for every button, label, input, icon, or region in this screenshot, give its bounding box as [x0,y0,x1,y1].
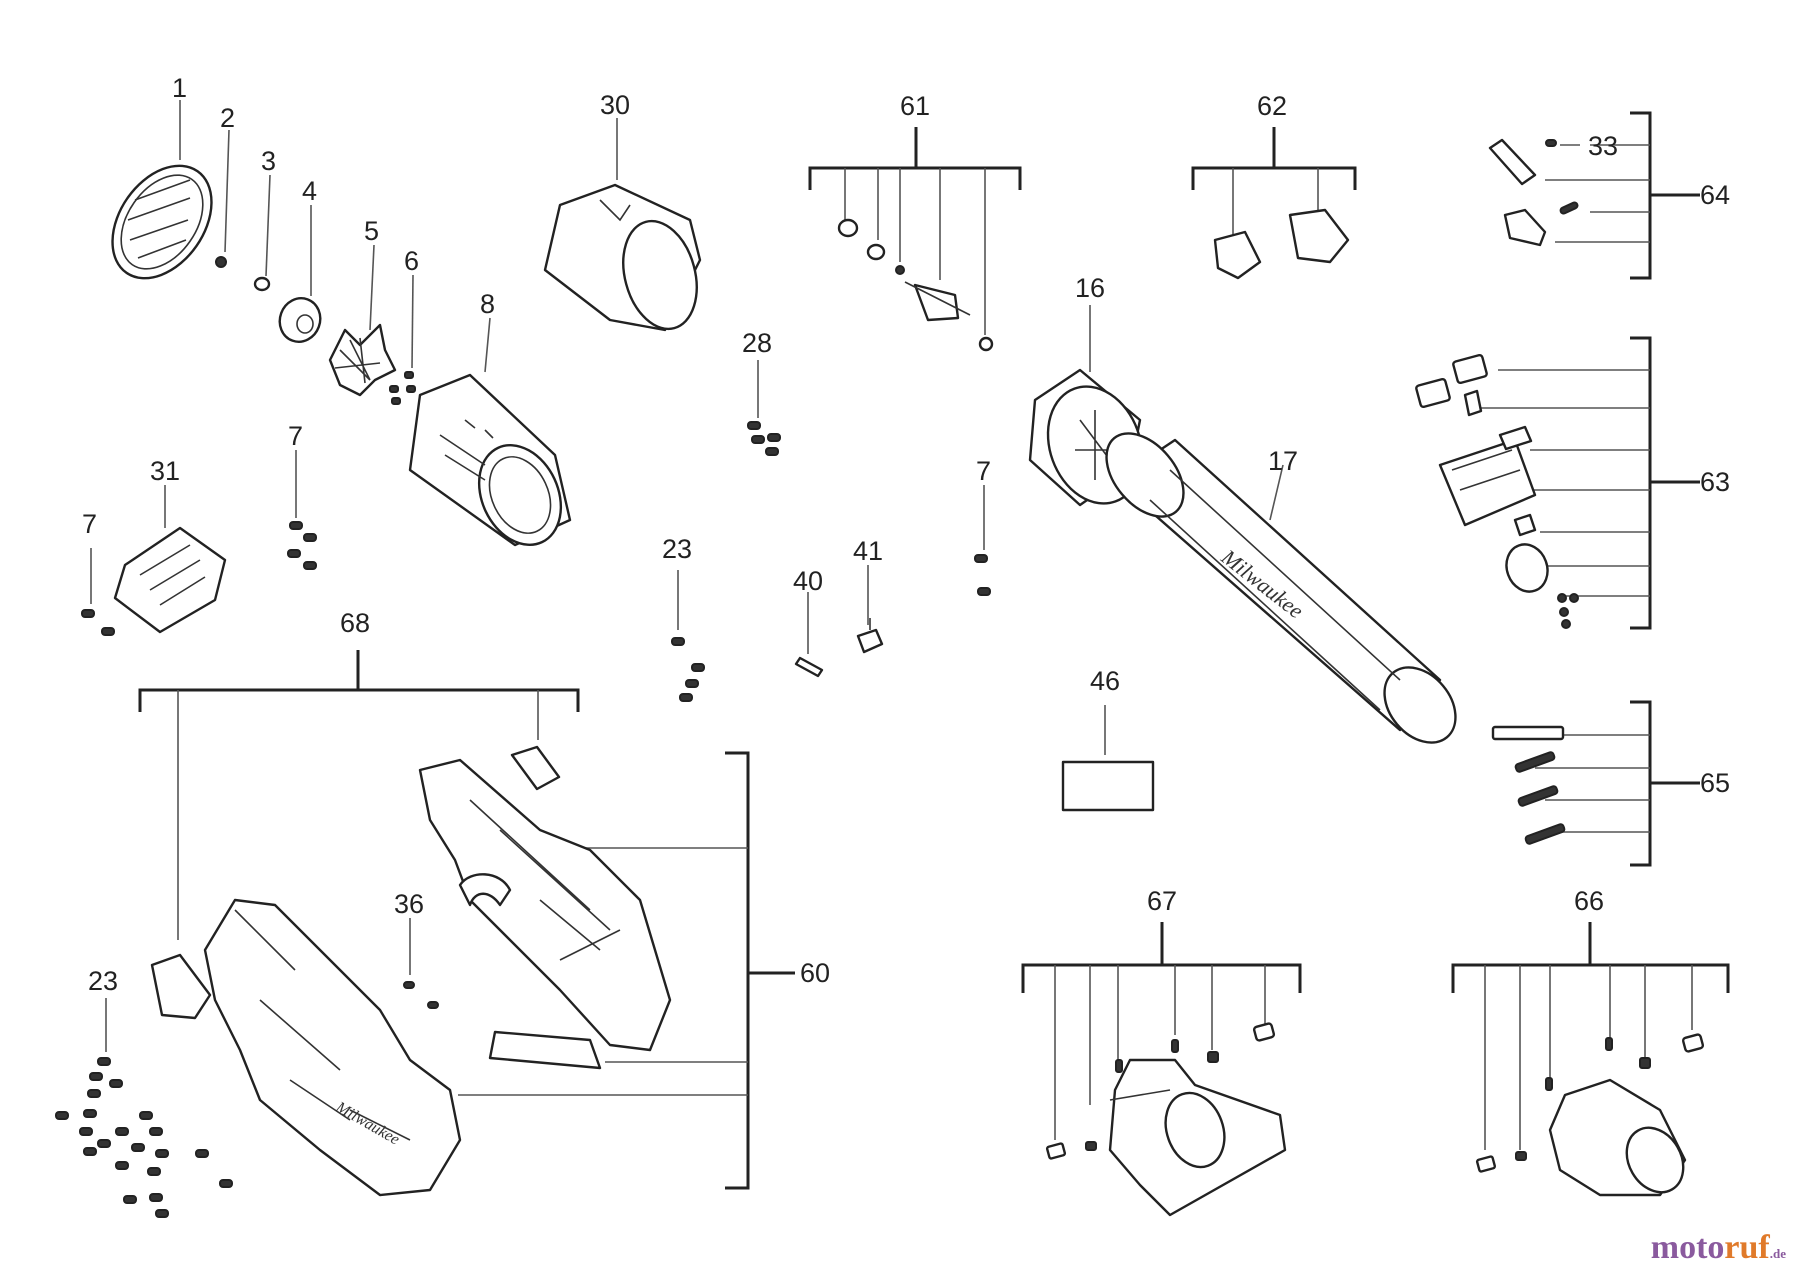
part-68-battery-latch [150,953,212,1020]
part-7-screws-c [974,554,991,596]
part-2-nut [215,256,227,268]
label-41: 41 [853,536,883,566]
part-1-grille [111,164,213,280]
part-60-housing-left: Milwaukee [203,898,462,1197]
part-31-switch [113,526,227,634]
label-46: 46 [1090,666,1120,696]
part-28-screws [747,421,781,456]
part-6-screws [389,371,416,405]
part-62-brush-holders [1213,208,1350,280]
bracket-61 [808,127,1022,335]
label-62: 62 [1257,91,1287,121]
part-23-screws-a [671,637,705,702]
watermark-part2: ruf [1724,1229,1770,1266]
label-67: 67 [1147,886,1177,916]
bracket-62 [1191,127,1357,236]
part-5-fan-impeller [328,323,397,397]
label-31: 31 [150,456,180,486]
label-68: 68 [340,608,370,638]
part-60-label [488,1030,602,1070]
part-30-sleeve [543,183,702,332]
part-65-lights [1491,725,1566,845]
label-28: 28 [742,328,772,358]
bracket-63 [1480,336,1700,630]
label-8: 8 [480,289,495,319]
label-6: 6 [404,246,419,276]
label-23a: 23 [662,534,692,564]
bracket-66 [1451,922,1730,1150]
label-64: 64 [1700,180,1730,210]
bracket-67 [1021,922,1302,1140]
part-3-washer [253,276,271,292]
label-5: 5 [364,216,379,246]
label-65: 65 [1700,768,1730,798]
label-4: 4 [302,176,317,206]
part-4-bearing [278,297,322,343]
part-46-label-plate [1061,760,1155,812]
part-41-connector [856,618,884,654]
label-36: 36 [394,889,424,919]
label-16: 16 [1075,273,1105,303]
part-40-clip [794,656,824,678]
label-2: 2 [220,103,235,133]
bracket-60 [458,751,795,1190]
label-60: 60 [800,958,830,988]
part-17-blower-tube: Milwaukee [1105,432,1457,744]
label-33: 33 [1588,131,1618,161]
part-7-screws-b [81,609,115,636]
part-23-screws-b [55,1057,233,1218]
label-61: 61 [900,91,930,121]
bracket-65 [1535,700,1700,867]
watermark-logo: motoruf.de [1651,1229,1786,1267]
label-40: 40 [793,566,823,596]
label-63: 63 [1700,467,1730,497]
bracket-64 [1545,111,1700,280]
label-17: 17 [1268,446,1298,476]
label-66: 66 [1574,886,1604,916]
watermark-part1: moto [1650,1229,1725,1266]
label-7c: 7 [976,456,991,486]
label-7b: 7 [82,509,97,539]
part-60-housing-right [418,745,672,1052]
watermark-suffix: .de [1769,1246,1786,1261]
label-7a: 7 [288,421,303,451]
label-23b: 23 [88,966,118,996]
part-66-round-nozzle [1475,1033,1705,1197]
bracket-68 [138,650,580,940]
part-61-armature [837,218,994,352]
part-63-electronics [1415,353,1579,629]
part-36-screws [403,981,439,1009]
label-1: 1 [172,73,187,103]
part-7-screws-a [287,521,317,570]
part-8-motor-housing [408,373,572,547]
label-3: 3 [261,146,276,176]
label-30: 30 [600,90,630,120]
part-67-flat-nozzle [1045,1022,1287,1217]
part-64-switch-parts [1488,138,1579,247]
